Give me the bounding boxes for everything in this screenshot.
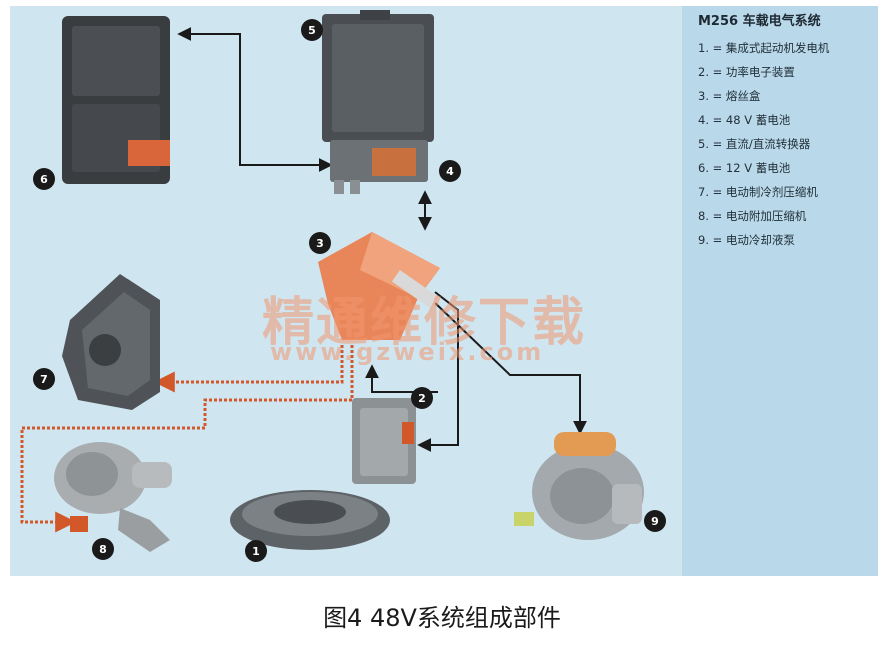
badge-3-label: 3 <box>316 237 324 250</box>
badge-2-label: 2 <box>418 392 426 405</box>
legend-item-9: 9. = 电动冷却液泵 <box>698 233 795 247</box>
badge-8-label: 8 <box>99 543 107 556</box>
badge-5: 5 <box>301 19 323 41</box>
badge-1-label: 1 <box>252 545 260 558</box>
badge-9-label: 9 <box>651 515 659 528</box>
badge-7-label: 7 <box>40 373 48 386</box>
badge-8: 8 <box>92 538 114 560</box>
badge-3: 3 <box>309 232 331 254</box>
legend-item-2: 2. = 功率电子装置 <box>698 65 795 79</box>
figure-caption: 图4 48V系统组成部件 <box>323 604 561 632</box>
connector-3-9 <box>431 299 587 435</box>
legend-item-6: 6. = 12 V 蓄电池 <box>698 161 791 175</box>
legend-item-1: 1. = 集成式起动机发电机 <box>698 41 830 55</box>
connector-lines <box>20 27 587 533</box>
connector-3-2 <box>417 291 459 452</box>
connector-6-5 <box>177 27 333 172</box>
component-refrigerant-compressor <box>62 274 160 410</box>
badge-4-label: 4 <box>446 165 454 178</box>
component-48v-battery <box>330 140 428 194</box>
legend-title: M256 车载电气系统 <box>698 14 821 29</box>
component-power-electronics <box>352 398 416 484</box>
legend-item-3: 3. = 熔丝盒 <box>698 89 761 103</box>
legend-item-4: 4. = 48 V 蓄电池 <box>698 113 791 127</box>
legend-item-7: 7. = 电动制冷剂压缩机 <box>698 185 818 199</box>
badge-1: 1 <box>245 540 267 562</box>
badge-4: 4 <box>439 160 461 182</box>
cable-3-8 <box>20 345 354 533</box>
badge-9: 9 <box>644 510 666 532</box>
cable-3-7 <box>153 345 344 393</box>
legend-panel <box>682 6 878 576</box>
legend-item-8: 8. = 电动附加压缩机 <box>698 209 807 223</box>
badge-2: 2 <box>411 387 433 409</box>
connector-2-3 <box>365 364 438 393</box>
badge-5-label: 5 <box>308 24 316 37</box>
badge-6-label: 6 <box>40 173 48 186</box>
component-12v-battery <box>62 16 170 184</box>
component-coolant-pump <box>514 432 644 540</box>
watermark-text: 精通维修下载 <box>262 292 587 353</box>
legend-item-5: 5. = 直流/直流转换器 <box>698 137 811 151</box>
badge-6: 6 <box>33 168 55 190</box>
component-dcdc-converter <box>322 10 434 142</box>
component-aux-compressor <box>54 442 172 552</box>
badge-7: 7 <box>33 368 55 390</box>
component-fuse-box <box>318 232 440 340</box>
component-starter-generator <box>230 490 390 550</box>
watermark-url: www.gzweix.com <box>270 338 545 366</box>
